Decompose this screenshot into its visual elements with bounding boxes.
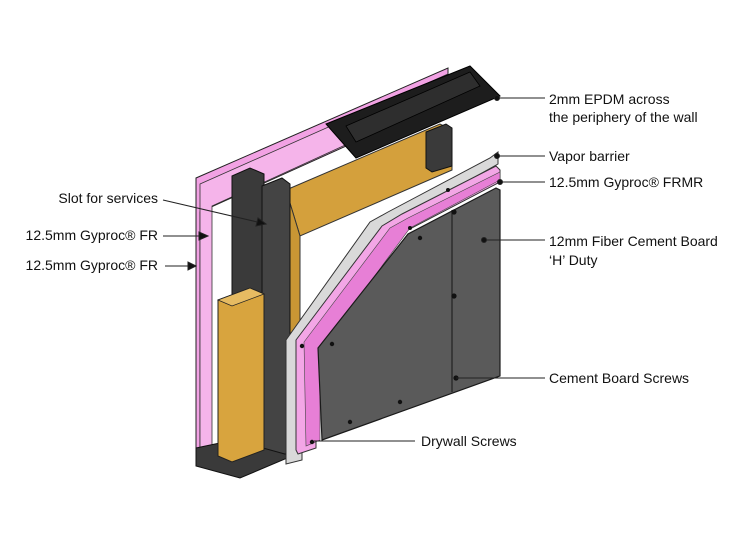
- arrow-head: [198, 231, 210, 241]
- screw: [309, 439, 315, 445]
- steel-stud-right: [425, 123, 453, 173]
- screw: [299, 343, 305, 349]
- timber-block: [217, 287, 265, 463]
- cement-board-screw-set: [329, 209, 459, 425]
- label-gyproc-fr-lower: 12.5mm Gyproc® FR: [25, 257, 158, 273]
- screw: [451, 293, 457, 299]
- leader-slot: [162, 199, 267, 225]
- label-vapor-barrier: Vapor barrier: [549, 148, 630, 164]
- leader-dot: [481, 237, 487, 243]
- label-fiber-cement-line1: 12mm Fiber Cement Board: [549, 233, 718, 249]
- leader-dot: [497, 179, 503, 185]
- leader-dot: [494, 95, 500, 101]
- label-epdm-line2: the periphery of the wall: [549, 109, 698, 125]
- top-track: [345, 71, 481, 143]
- timber-top: [216, 287, 266, 307]
- arrow-head: [255, 217, 268, 227]
- leader-lines: [162, 95, 545, 442]
- label-gyproc-fr-upper: 12.5mm Gyproc® FR: [25, 227, 158, 243]
- arrow-head: [187, 261, 198, 271]
- drywall-screw-set: [299, 188, 450, 445]
- label-cement-board-screws: Cement Board Screws: [549, 370, 690, 386]
- screw: [451, 209, 457, 215]
- label-drywall-screws: Drywall Screws: [421, 433, 517, 449]
- screw: [347, 419, 353, 425]
- screw: [408, 226, 412, 230]
- label-slot-for-services: Slot for services: [58, 190, 158, 206]
- label-fiber-cement-line2: ‘H’ Duty: [549, 252, 598, 268]
- label-epdm-line1: 2mm EPDM across: [549, 91, 670, 107]
- screw: [446, 188, 450, 192]
- leader-dot: [494, 153, 500, 159]
- screw: [417, 235, 423, 241]
- screw: [397, 399, 403, 405]
- label-gyproc-frmr: 12.5mm Gyproc® FRMR: [549, 174, 704, 190]
- screw: [329, 341, 335, 347]
